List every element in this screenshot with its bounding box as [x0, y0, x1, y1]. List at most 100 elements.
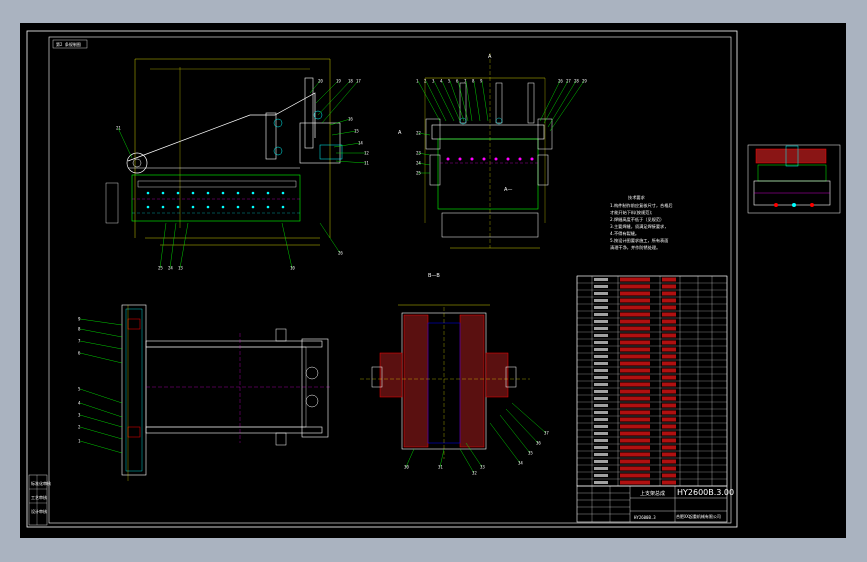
balloon-number: 30 [404, 465, 409, 470]
table-cell-fill [662, 396, 676, 401]
table-cell-fill [662, 319, 676, 324]
table-cell-fill [620, 375, 650, 380]
bolt-dot [281, 205, 285, 209]
table-cell-fill [594, 348, 608, 351]
table-cell-fill [620, 284, 650, 289]
table-cell-fill [620, 298, 650, 303]
leader-line [317, 80, 351, 116]
table-cell-fill [594, 355, 608, 358]
table-cell-fill [620, 417, 650, 422]
balloon-number: 1 [416, 79, 419, 84]
leader-line [539, 80, 561, 122]
table-cell-fill [620, 459, 650, 464]
table-cell-fill [594, 299, 608, 302]
table-cell-fill [594, 320, 608, 323]
table-cell-fill [662, 473, 676, 478]
bolt-dot [266, 191, 270, 195]
table-cell-fill [594, 467, 608, 470]
table-cell-fill [662, 424, 676, 429]
strip-label-2: 工艺审核 [31, 494, 47, 500]
tech-note-line-7: 清理干净，并作防锈处理。 [610, 244, 660, 251]
leader-line [433, 80, 455, 122]
bolt-dot [176, 191, 180, 195]
leader-line [405, 448, 415, 468]
table-cell-fill [620, 480, 650, 485]
table-cell-fill [594, 453, 608, 456]
bolt-dot [458, 157, 462, 161]
balloon-number: 15 [354, 129, 359, 134]
cad-viewport[interactable]: 第2 条规制图 标准化审核 工艺审核 设计审核 [20, 23, 846, 538]
bolt-dot [251, 205, 255, 209]
leader-line [281, 222, 293, 269]
leader-line [79, 414, 123, 428]
table-cell-fill [662, 298, 676, 303]
bolt-dot [236, 205, 240, 209]
bolt-dot [494, 157, 498, 161]
table-cell-fill [594, 481, 608, 484]
section-mark-a-side: A [488, 54, 492, 60]
table-cell-fill [620, 361, 650, 366]
leader-line [417, 132, 431, 136]
drawing-number: HY2600B.3.00 [677, 488, 734, 497]
table-cell-fill [662, 466, 676, 471]
leader-line [79, 328, 123, 338]
table-cell-fill [594, 341, 608, 344]
leader-line [169, 222, 177, 269]
leader-line [79, 352, 123, 364]
table-cell-fill [620, 473, 650, 478]
leader-line [465, 80, 473, 122]
balloon-number: 13 [178, 266, 183, 271]
balloon-number: 24 [416, 161, 421, 166]
strip-label-3: 设计审核 [31, 508, 47, 514]
leader-line [79, 388, 123, 404]
balloon-number: 4 [440, 79, 443, 84]
balloon-number: 28 [574, 79, 579, 84]
balloon-number: 19 [336, 79, 341, 84]
table-cell-fill [662, 431, 676, 436]
bolt-dot [446, 157, 450, 161]
balloon-number: 6 [78, 351, 81, 356]
bolt-dot [146, 191, 150, 195]
table-cell-fill [662, 459, 676, 464]
balloon-number: 26 [558, 79, 563, 84]
bolt-dot [506, 157, 510, 161]
table-cell-fill [594, 411, 608, 414]
balloon-number: 25 [158, 266, 163, 271]
bolt-dot [266, 205, 270, 209]
leader-line [79, 440, 123, 454]
section-mark-bb: B—B [428, 273, 440, 279]
table-cell-fill [662, 417, 676, 422]
balloon-number: 9 [480, 79, 483, 84]
balloon-number: 31 [438, 465, 443, 470]
table-cell-fill [620, 326, 650, 331]
balloon-number: 35 [528, 451, 533, 456]
balloon-number: 22 [416, 131, 421, 136]
thumbnail-preview[interactable] [746, 143, 842, 215]
bolt-dot [236, 191, 240, 195]
leader-line [331, 130, 357, 136]
table-cell-fill [620, 305, 650, 310]
bolt-dot [281, 191, 285, 195]
balloon-number: 12 [364, 151, 369, 156]
table-cell-fill [594, 334, 608, 337]
table-cell-fill [594, 306, 608, 309]
leader-line [457, 80, 469, 122]
title-block: HY2600B.3.00 上支架总成 合肥XX起重机械有限公司 HY2600B.… [576, 485, 734, 523]
balloon-number: 32 [472, 471, 477, 476]
company-name: 合肥XX起重机械有限公司 [676, 513, 721, 519]
table-cell-fill [662, 480, 676, 485]
balloon-number: 10 [290, 266, 295, 271]
bolt-dot [191, 205, 195, 209]
balloon-number: 9 [78, 317, 81, 322]
table-cell-fill [620, 403, 650, 408]
strip-label-1: 标准化审核 [31, 480, 51, 486]
table-cell-fill [662, 445, 676, 450]
leader-line [425, 80, 447, 122]
leader-line [441, 80, 461, 122]
table-cell-fill [594, 376, 608, 379]
bolt-dot [161, 191, 165, 195]
table-cell-fill [620, 424, 650, 429]
